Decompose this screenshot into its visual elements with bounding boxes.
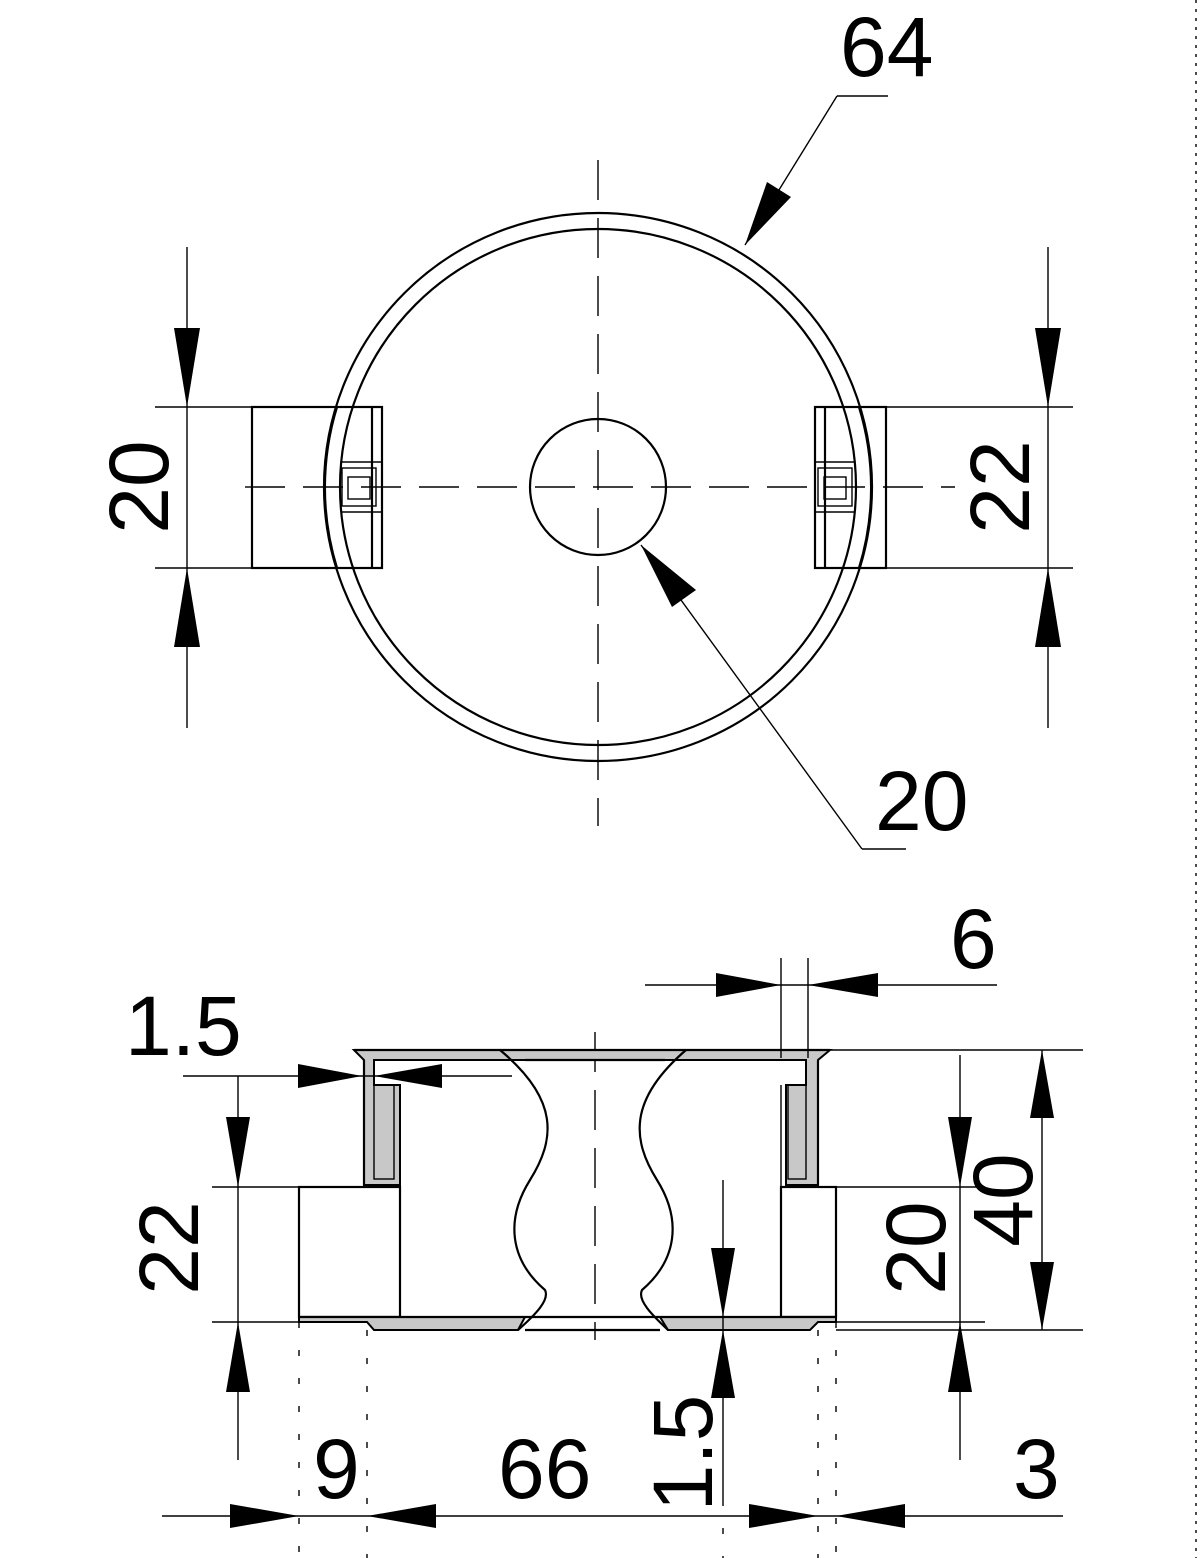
dim-base-thickness: 1.5 (636, 1395, 730, 1512)
dim-side-lug-right: 20 (869, 1201, 963, 1294)
dim-64-leader (744, 95, 888, 246)
dim-top-lug-left: 20 (92, 440, 186, 533)
dim-6 (645, 958, 997, 1058)
dim-40 (830, 1049, 1083, 1331)
dim-rim: 3 (1013, 1422, 1060, 1516)
dim-total-height: 40 (956, 1153, 1050, 1246)
hole-profile-left (499, 1049, 549, 1331)
right-lug (813, 405, 888, 570)
side-right-lug (779, 1185, 838, 1319)
dim-20-side (836, 1055, 985, 1460)
side-view: 6 1.5 22 20 (122, 892, 1083, 1558)
top-view: 64 20 22 20 (92, 0, 1073, 850)
dim-left-20 (155, 247, 252, 728)
dim-top-lug-right: 22 (953, 440, 1047, 533)
inner-ring (338, 227, 858, 747)
dim-lug-width: 9 (313, 1422, 360, 1516)
dim-outer-diameter: 64 (840, 0, 933, 94)
hole-profile-right (638, 1049, 687, 1331)
dim-center-hole: 20 (875, 754, 968, 848)
dim-hole-leader (640, 544, 906, 850)
dim-right-22 (886, 247, 1073, 728)
dim-bottom-chain (162, 1504, 1063, 1528)
dim-side-lug-left: 22 (122, 1201, 216, 1294)
dim-flange-offset: 6 (950, 892, 997, 986)
dim-inner-width: 66 (498, 1422, 591, 1516)
dim-wall-thickness-top: 1.5 (125, 979, 242, 1073)
side-left-lug (297, 1185, 402, 1319)
center-hole (528, 417, 668, 557)
dim-22-side (212, 1076, 299, 1460)
left-lug (250, 405, 384, 570)
dim-1-5-base (711, 1180, 735, 1500)
